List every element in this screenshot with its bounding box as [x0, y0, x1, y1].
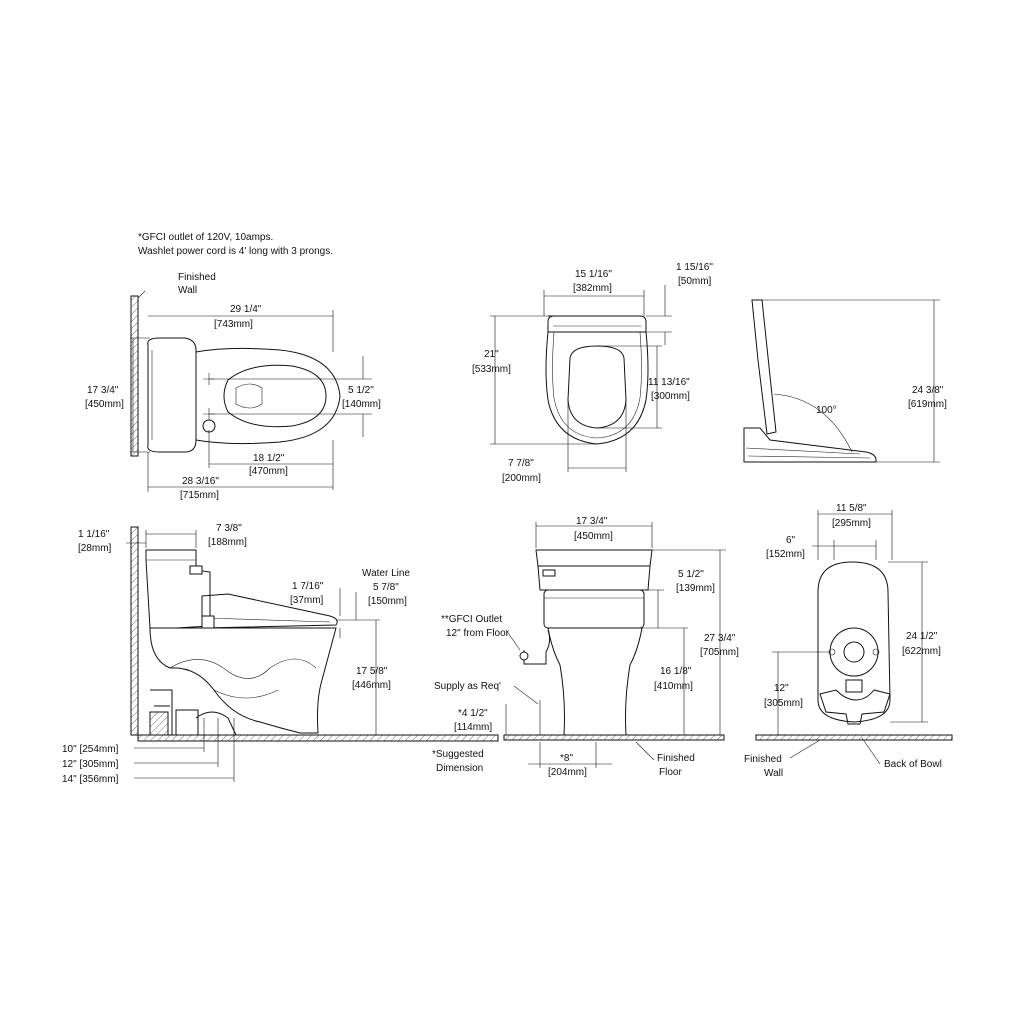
- side-rim-height-mm: [446mm]: [352, 680, 391, 691]
- water-line-title: Water Line: [362, 568, 410, 579]
- back-foot: [819, 689, 891, 725]
- front-finished-floor-line1: Finished: [657, 753, 695, 764]
- gfci-line1: **GFCI Outlet: [441, 614, 502, 625]
- top-width-in: 17 3/4": [87, 385, 119, 396]
- seat-width-mm: [382mm]: [573, 283, 612, 294]
- top-view: Finished Wall 29 1/4" [743mm] 17 3/4" [4…: [85, 272, 381, 501]
- top-rough-offset-in: 5 1/2": [348, 385, 374, 396]
- back-rough-mm: [305mm]: [764, 698, 803, 709]
- back-finished-wall-line2: Wall: [764, 768, 783, 779]
- top-width-mm: [450mm]: [85, 399, 124, 410]
- front-width-in: 17 3/4": [576, 516, 608, 527]
- notes: *GFCI outlet of 120V, 10amps. Washlet po…: [138, 232, 333, 257]
- water-line-mm: [150mm]: [368, 596, 407, 607]
- seat-length-in: 21": [484, 349, 499, 360]
- seat-opening-width-mm: [200mm]: [502, 473, 541, 484]
- seat-side-height-mm: [619mm]: [908, 399, 947, 410]
- rough-in-14: 14" [356mm]: [62, 774, 119, 785]
- seat-opening: [567, 345, 627, 429]
- top-bowl: [195, 347, 341, 445]
- top-to-bowl-in: 28 3/16": [182, 476, 219, 487]
- note-line-1: *GFCI outlet of 120V, 10amps.: [138, 232, 273, 243]
- top-to-front-mm: [470mm]: [249, 466, 288, 477]
- seat-hinge-block: [547, 315, 647, 333]
- seat-side-view: 100° 24 3/8" [619mm]: [743, 299, 947, 463]
- side-rim-height-in: 17 5/8": [356, 666, 388, 677]
- back-width-in: 11 5/8": [836, 503, 867, 514]
- front-total-height-in: 27 3/4": [704, 633, 736, 644]
- back-inner-in: 6": [786, 535, 796, 546]
- gfci-line2: 12" from Floor: [446, 628, 510, 639]
- top-seat-opening: [223, 364, 327, 428]
- seat-hinge-mm: [50mm]: [678, 276, 712, 287]
- supply-height-mm: [114mm]: [454, 722, 492, 733]
- seat-hinge-in: 1 15/16": [676, 262, 713, 273]
- seat-side-height-in: 24 3/8": [912, 385, 944, 396]
- back-height-mm: [622mm]: [902, 646, 941, 657]
- back-finished-wall-line1: Finished: [744, 754, 782, 765]
- top-finished-wall-line2: Wall: [178, 285, 197, 296]
- front-finished-floor-line2: Floor: [659, 767, 682, 778]
- front-total-height-mm: [705mm]: [700, 647, 739, 658]
- note-line-2: Washlet power cord is 4' long with 3 pro…: [138, 246, 333, 257]
- seat-base: [743, 427, 877, 463]
- water-line-in: 5 7/8": [373, 582, 399, 593]
- back-width-mm: [295mm]: [832, 518, 871, 529]
- front-seat-top-mm: [139mm]: [676, 583, 715, 594]
- seat-lid-raised: [751, 299, 777, 435]
- back-outlet-ring: [829, 627, 879, 677]
- seat-length-mm: [533mm]: [472, 364, 511, 375]
- seat-opening-length-in: 11 13/16": [648, 377, 690, 388]
- seat-width-in: 15 1/16": [575, 269, 612, 280]
- side-wall-gap-mm: [28mm]: [78, 543, 112, 554]
- back-inner-mm: [152mm]: [766, 549, 805, 560]
- front-bowl-height-in: 16 1/8": [660, 666, 692, 677]
- top-depth-total-mm: [743mm]: [214, 319, 253, 330]
- supply-offset-in: *8": [560, 753, 573, 764]
- back-height-in: 24 1/2": [906, 631, 938, 642]
- front-view: **GFCI Outlet 12" from Floor Supply as R…: [432, 516, 739, 778]
- back-of-bowl-label: Back of Bowl: [884, 759, 942, 770]
- side-seat-thick-mm: [37mm]: [290, 595, 324, 606]
- seat-outline: [545, 331, 649, 445]
- front-bowl-height-mm: [410mm]: [654, 681, 693, 692]
- side-tank-depth-mm: [188mm]: [208, 537, 247, 548]
- rough-in-10: 10" [254mm]: [62, 744, 119, 755]
- side-wall-gap-in: 1 1/16": [78, 529, 110, 540]
- side-tank: [145, 549, 211, 629]
- front-seat-top-in: 5 1/2": [678, 569, 704, 580]
- seat-angle: 100°: [816, 405, 837, 416]
- side-view-wall: [130, 526, 139, 736]
- top-to-bowl-mm: [715mm]: [180, 490, 219, 501]
- top-to-front-in: 18 1/2": [253, 453, 285, 464]
- supply-offset-mm: [204mm]: [548, 767, 587, 778]
- top-view-wall: [130, 295, 139, 457]
- suggested-line2: Dimension: [436, 763, 483, 774]
- side-tank-depth-in: 7 3/8": [216, 523, 242, 534]
- front-bowl: [547, 627, 643, 736]
- top-rough-offset-mm: [140mm]: [342, 399, 381, 410]
- seat-opening-length-mm: [300mm]: [651, 391, 690, 402]
- rough-in-12: 12" [305mm]: [62, 759, 119, 770]
- side-view: 7 3/8" [188mm] 1 1/16" [28mm] 1 7/16" [3…: [62, 523, 499, 785]
- seat-top-view: 15 1/16" [382mm] 1 15/16" [50mm] 21" [53…: [472, 262, 713, 484]
- back-view: 12" [305mm] 11 5/8" [295mm] 6" [152mm] 2…: [744, 503, 953, 779]
- front-width-mm: [450mm]: [574, 531, 613, 542]
- back-rough-in: 12": [774, 683, 789, 694]
- front-seat: [543, 589, 645, 629]
- top-tank: [147, 337, 197, 453]
- seat-opening-width-in: 7 7/8": [508, 458, 534, 469]
- front-tank-lid: [535, 549, 653, 567]
- side-seat-thick-in: 1 7/16": [292, 581, 324, 592]
- supply-height-in: *4 1/2": [458, 708, 488, 719]
- top-depth-total-in: 29 1/4": [230, 304, 262, 315]
- supply-label: Supply as Req': [434, 681, 501, 692]
- suggested-line1: *Suggested: [432, 749, 484, 760]
- back-outline: [817, 561, 891, 723]
- top-finished-wall-line1: Finished: [178, 272, 216, 283]
